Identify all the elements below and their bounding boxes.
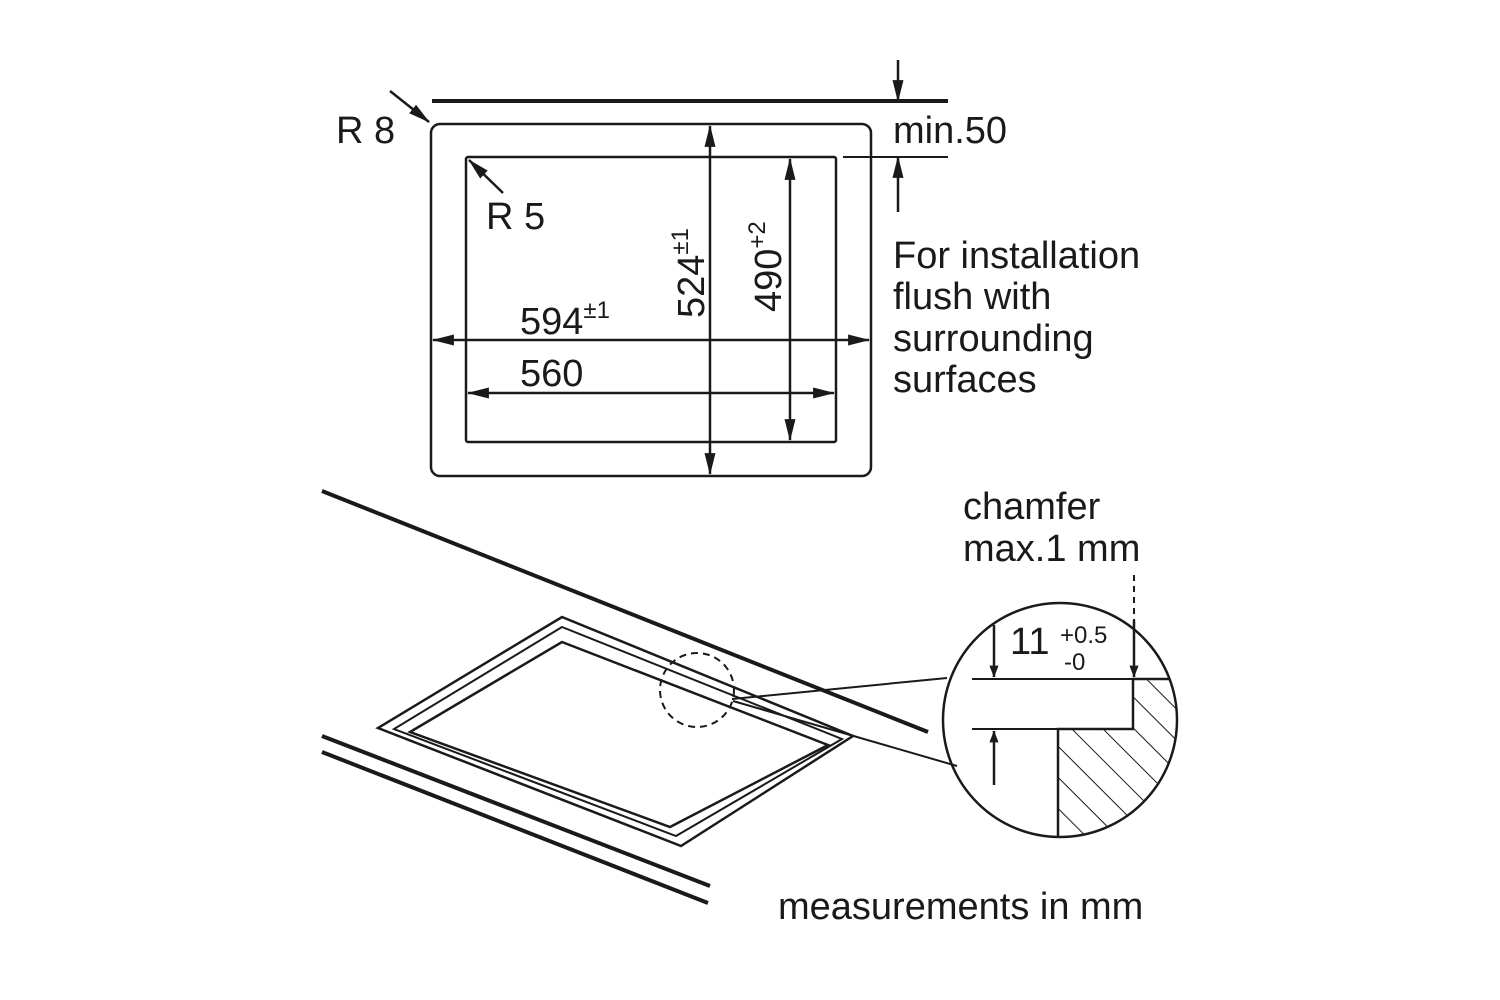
worktop-section-hatch [1056, 677, 1177, 837]
depth-524-tolerance: ±1 [667, 228, 694, 255]
step-depth-tol-lower: -0 [1064, 649, 1085, 676]
depth-490-value: 490 [748, 249, 790, 312]
detail-leader-line-upper [731, 677, 948, 700]
width-594-label: 594±1 [520, 297, 610, 343]
step-depth-label: 11 +0.5 -0 [1010, 621, 1112, 676]
width-594-value: 594 [520, 301, 583, 343]
width-560-label: 560 [520, 353, 583, 395]
detail-marker-circle [659, 652, 735, 728]
r8-leader-arrow [389, 90, 430, 123]
cutout-inner-rim [407, 640, 832, 829]
worktop-back-edge [321, 489, 929, 734]
r5-leader-arrow [468, 159, 504, 194]
depth-490-tolerance: +2 [744, 221, 771, 248]
depth-490-label: 490+2 [744, 221, 790, 312]
min50-label: min.50 [893, 110, 1007, 152]
r5-label: R 5 [486, 196, 545, 238]
units-note: measurements in mm [778, 886, 1143, 928]
width-594-tolerance: ±1 [583, 297, 610, 324]
chamfer-note: chamfer max.1 mm [963, 486, 1140, 570]
note-line-4: surfaces [893, 359, 1037, 401]
outer-cutout-outline [429, 122, 873, 478]
cutout-plan-view: R 8 R 5 min.50 594±1 560 524±1 490+2 For… [336, 60, 1151, 478]
chamfer-line-2: max.1 mm [963, 528, 1140, 570]
step-depth-value: 11 [1010, 621, 1049, 663]
worktop-front-edge-bottom [321, 750, 709, 905]
cutout-step-rim [391, 625, 845, 838]
cutout-outer-rim [375, 615, 856, 848]
depth-524-value: 524 [671, 255, 713, 318]
step-depth-tol-upper: +0.5 [1060, 622, 1107, 649]
note-line-1: For installation [893, 235, 1140, 277]
depth-524-label: 524±1 [667, 228, 713, 318]
worktop-front-edge-top [321, 734, 711, 888]
installation-note: For installation flush with surrounding … [893, 235, 1151, 401]
note-line-2: flush with [893, 276, 1051, 318]
detail-leader-line-lower [732, 700, 958, 767]
inner-cutout-outline [464, 155, 838, 444]
edge-detail-view: 11 +0.5 -0 chamfer max.1 mm [941, 486, 1179, 839]
r8-label: R 8 [336, 110, 395, 152]
chamfer-line-1: chamfer [963, 486, 1101, 528]
detail-circle-outline [941, 601, 1179, 839]
worktop-perspective-view [321, 489, 958, 905]
note-line-3: surrounding [893, 318, 1094, 360]
